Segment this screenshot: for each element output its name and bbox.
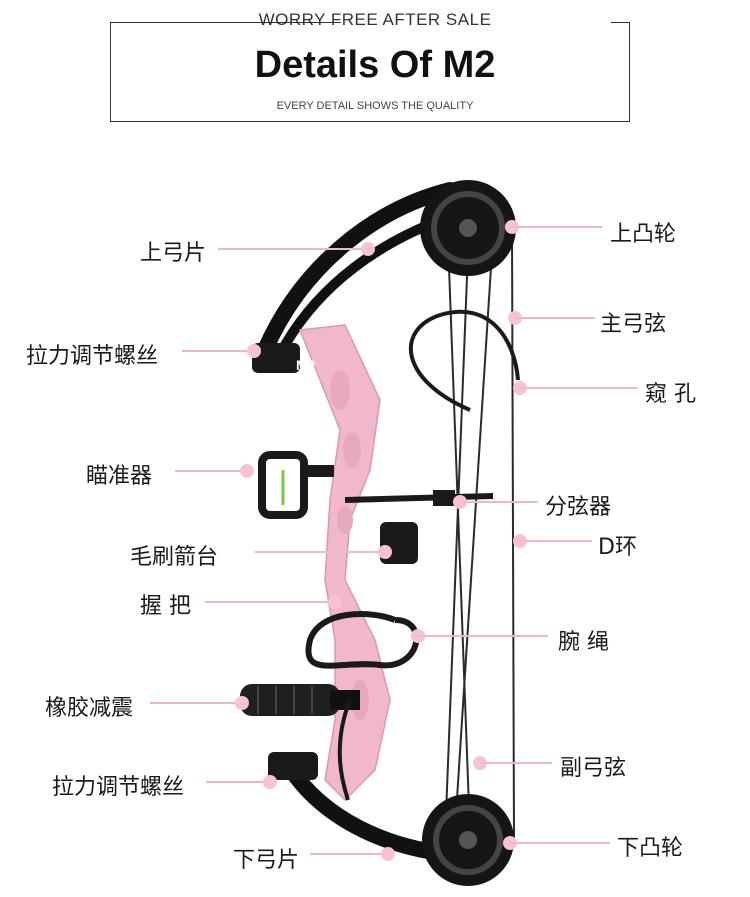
pink-riser: [298, 324, 391, 802]
upper-cam-shape: [420, 180, 516, 276]
leader-stabilizer: [150, 702, 242, 704]
leader-cable-slide: [460, 501, 538, 503]
bottom-limb-pocket: [268, 752, 318, 780]
header-kicker: WORRY FREE AFTER SALE: [258, 10, 492, 29]
leader-d-loop: [520, 540, 592, 542]
label-draw-screw-top: 拉力调节螺丝: [26, 344, 159, 369]
leader-sight: [175, 470, 247, 472]
top-limb-pocket: [252, 343, 300, 373]
leader-grip: [205, 601, 335, 603]
marker-stabilizer: [235, 696, 249, 710]
label-sight: 瞄准器: [86, 464, 153, 489]
peep-tube: [408, 309, 520, 412]
leader-wrist-sling: [418, 635, 548, 637]
header-subtitle: EVERY DETAIL SHOWS THE QUALITY: [276, 100, 474, 112]
leader-upper-cam: [512, 226, 602, 228]
leader-arrow-rest: [255, 551, 385, 553]
label-cable-slide: 分弦器: [545, 495, 612, 520]
label-buss-cable: 副弓弦: [560, 756, 627, 781]
upper-limb: [257, 182, 458, 358]
marker-arrow-rest: [378, 545, 392, 559]
leader-lower-limb: [310, 853, 388, 855]
label-main-string: 主弓弦: [600, 312, 667, 337]
marker-draw-screw-top: [247, 344, 261, 358]
label-stabilizer: 橡胶减震: [45, 696, 134, 721]
marker-lower-limb: [381, 847, 395, 861]
stabilizer-shape: [240, 684, 360, 716]
label-wrist-sling: 腕 绳: [558, 630, 609, 655]
label-upper-cam: 上凸轮: [610, 222, 677, 247]
label-peep: 窥 孔: [645, 382, 696, 407]
bow-sight-shape: [258, 451, 334, 519]
label-arrow-rest: 毛刷箭台: [130, 545, 219, 570]
label-d-loop: D环: [598, 535, 637, 560]
header-frame-gap: [341, 21, 611, 25]
marker-grip: [328, 595, 342, 609]
marker-draw-screw-bottom: [263, 775, 277, 789]
marker-sight: [240, 464, 254, 478]
bow-strings: [444, 199, 515, 841]
label-draw-screw-bottom: 拉力调节螺丝: [52, 775, 185, 800]
leader-buss-cable: [480, 762, 552, 764]
wrist-sling-shape: [305, 611, 420, 669]
cable-guard-rod: [344, 493, 494, 503]
header-frame: [110, 21, 630, 122]
label-lower-cam: 下凸轮: [617, 836, 684, 861]
leader-draw-screw-bottom: [206, 781, 270, 783]
leader-peep: [520, 387, 638, 389]
label-grip: 握 把: [140, 594, 191, 619]
label-lower-limb: 下弓片: [233, 848, 300, 873]
leader-draw-screw-top: [182, 350, 254, 352]
leader-lower-cam: [510, 842, 610, 844]
page-title: Details Of M2: [254, 44, 496, 86]
label-upper-limb: 上弓片: [140, 241, 207, 266]
marker-upper-limb: [361, 242, 375, 256]
leader-upper-limb: [218, 248, 368, 250]
lower-cam-shape: [422, 794, 514, 886]
leader-main-string: [515, 317, 595, 319]
model-mark: M2: [296, 357, 316, 373]
